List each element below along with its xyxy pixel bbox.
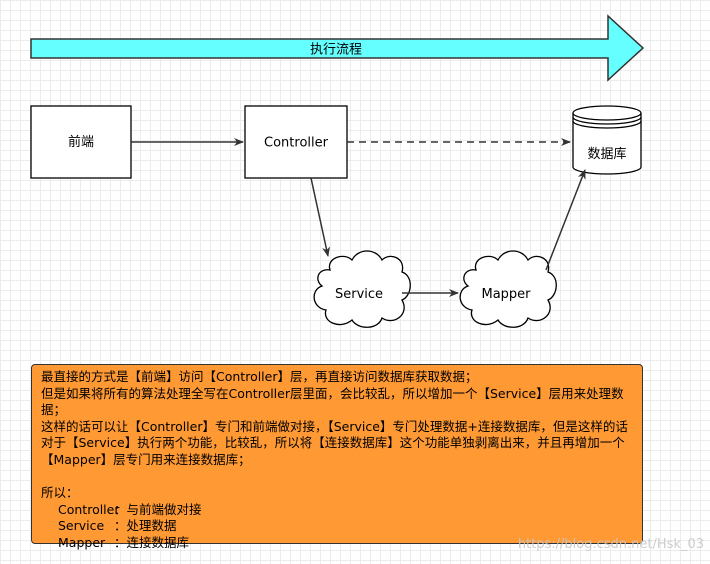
service-node: Service — [313, 250, 411, 328]
mapper-label: Mapper — [481, 287, 531, 302]
controller-node: Controller — [244, 105, 348, 179]
definition-controller: Controller：与前端做对接 — [41, 502, 634, 519]
csdn-watermark: https://blog.csdn.net/Hsk_03 — [517, 537, 704, 552]
execution-flow-banner: 执行流程 — [30, 14, 645, 82]
explanation-note: 最直接的方式是【前端】访问【Controller】层，再直接访问数据库获取数据；… — [31, 364, 643, 550]
edge-controller-to-service — [310, 177, 330, 257]
note-paragraph: 但是如果将所有的算法处理全写在Controller层里面，会比较乱，所以增加一个… — [41, 385, 624, 418]
note-paragraph: 所以： — [41, 485, 79, 501]
definition-separator: ： — [114, 518, 127, 534]
database-label: 数据库 — [587, 146, 626, 162]
definition-mapper: Mapper ：连接数据库 — [41, 535, 634, 552]
mapper-node: Mapper — [459, 250, 557, 328]
definition-separator: ： — [114, 534, 127, 550]
definition-service: Service ：处理数据 — [41, 518, 634, 535]
definition-text: 连接数据库 — [126, 534, 190, 550]
definition-key: Mapper — [58, 534, 106, 550]
definition-separator: ： — [114, 501, 127, 517]
banner-label: 执行流程 — [310, 43, 362, 58]
note-paragraph: 这样的话可以让【Controller】专门和前端做对接，【Service】专门处… — [41, 418, 628, 467]
definition-key: Controller — [58, 501, 120, 517]
frontend-node: 前端 — [30, 105, 132, 179]
controller-label: Controller — [264, 136, 329, 151]
note-blank-line — [41, 469, 634, 486]
edge-mapper-to-database — [545, 169, 586, 271]
frontend-label: 前端 — [68, 134, 94, 150]
definition-text: 与前端做对接 — [126, 501, 202, 517]
note-paragraph: 最直接的方式是【前端】访问【Controller】层，再直接访问数据库获取数据； — [41, 369, 478, 384]
definition-text: 处理数据 — [126, 518, 177, 534]
database-node: 数据库 — [572, 105, 642, 175]
definition-key: Service — [58, 518, 105, 534]
service-label: Service — [335, 287, 383, 302]
